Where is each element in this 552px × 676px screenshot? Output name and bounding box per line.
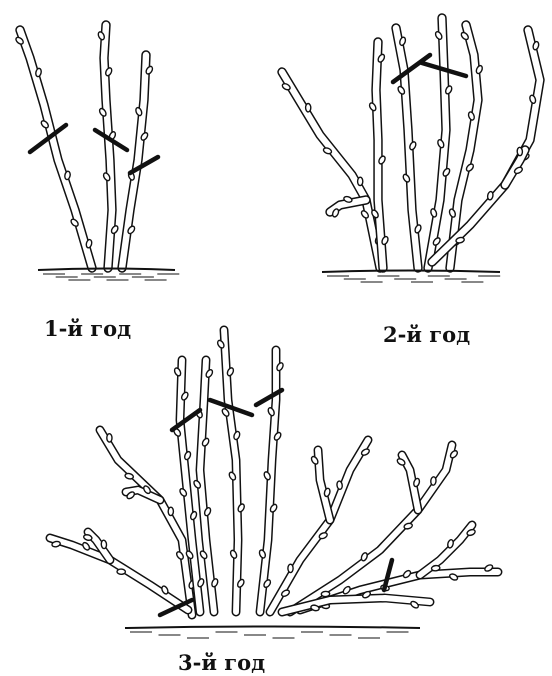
shoot-fill (420, 525, 472, 575)
caption-year-2: 2-й год (383, 322, 470, 347)
bud (430, 477, 436, 486)
ground-line (322, 271, 500, 273)
bud (517, 147, 523, 156)
bush-year-2 (281, 18, 540, 282)
bud (168, 507, 173, 515)
bush-year-3 (50, 330, 498, 638)
bud (336, 481, 342, 490)
bud (117, 569, 126, 574)
shoot-fill (200, 360, 214, 612)
bud (101, 540, 107, 549)
bud (431, 565, 440, 571)
bud (306, 103, 311, 111)
ground-line (125, 627, 420, 629)
bush-year-1 (15, 25, 180, 280)
bud (358, 177, 363, 185)
bud (107, 434, 112, 442)
caption-year-3: 3-й год (178, 650, 265, 675)
shoot-fill (282, 72, 380, 268)
caption-year-1: 1-й год (44, 316, 131, 341)
bud (288, 564, 293, 572)
bud (487, 191, 494, 200)
bud (64, 171, 71, 180)
